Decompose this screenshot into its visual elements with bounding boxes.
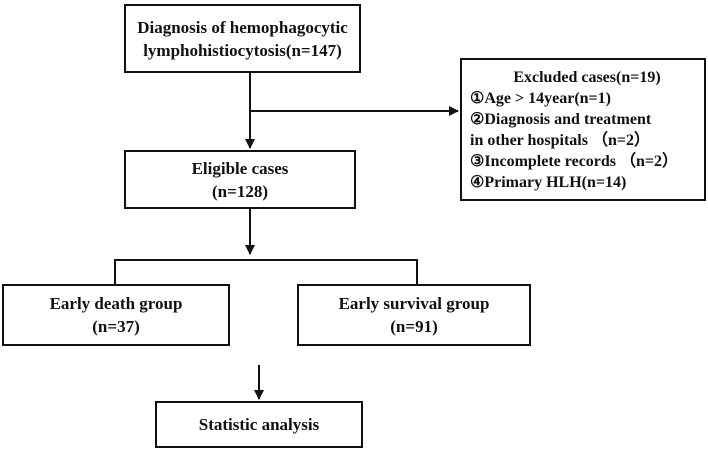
diagnosis-line1: Diagnosis of hemophagocytic xyxy=(137,17,348,37)
early-death-box: Early death group (n=37) xyxy=(2,284,230,346)
eligible-box: Eligible cases (n=128) xyxy=(124,150,356,209)
excluded-item: ①Age > 14year(n=1) xyxy=(470,89,611,107)
excluded-title: Excluded cases(n=19) xyxy=(513,68,661,86)
statistic-label: Statistic analysis xyxy=(198,415,320,434)
eligible-line1: Eligible cases xyxy=(191,158,289,178)
diagnosis-box: Diagnosis of hemophagocytic lymphohistio… xyxy=(124,4,361,73)
statistic-analysis-box: Statistic analysis xyxy=(155,401,363,448)
early-survival-line2: (n=91) xyxy=(390,317,438,336)
excluded-item: ②Diagnosis and treatment xyxy=(470,110,652,128)
excluded-box: Excluded cases(n=19) ①Age > 14year(n=1) … xyxy=(460,58,706,201)
excluded-item: ④Primary HLH(n=14) xyxy=(470,173,627,191)
diagnosis-line2: lymphohistiocytosis(n=147) xyxy=(143,40,342,60)
early-survival-line1: Early survival group xyxy=(338,294,490,313)
early-death-line1: Early death group xyxy=(49,294,183,313)
excluded-item: in other hospitals （n=2） xyxy=(470,131,650,149)
eligible-line2: (n=128) xyxy=(212,181,268,201)
excluded-item: ③Incomplete records （n=2） xyxy=(470,152,679,170)
early-survival-box: Early survival group (n=91) xyxy=(297,284,531,346)
early-death-line2: (n=37) xyxy=(92,317,140,336)
